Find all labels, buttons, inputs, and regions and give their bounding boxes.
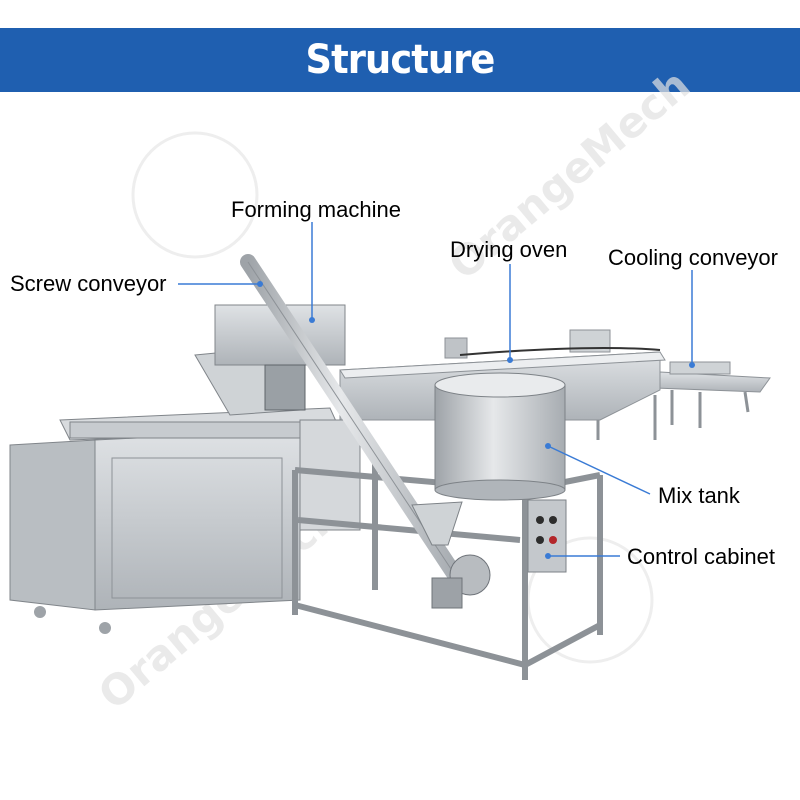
label-mix-tank: Mix tank — [658, 483, 740, 508]
label-forming-machine: Forming machine — [231, 197, 401, 222]
leader-lines — [178, 222, 695, 559]
control-cabinet — [527, 499, 567, 573]
mix-tank — [434, 372, 566, 501]
label-control-cabinet: Control cabinet — [627, 544, 775, 569]
label-drying-oven: Drying oven — [450, 237, 568, 262]
cooling-conveyor — [654, 361, 771, 428]
label-cooling-conveyor: Cooling conveyor — [608, 245, 778, 270]
page-title: Structure — [305, 37, 496, 83]
label-screw-conveyor: Screw conveyor — [10, 271, 167, 296]
screw-conveyor — [240, 254, 491, 609]
header-banner: Structure — [0, 28, 800, 92]
watermark-logo — [131, 131, 259, 259]
